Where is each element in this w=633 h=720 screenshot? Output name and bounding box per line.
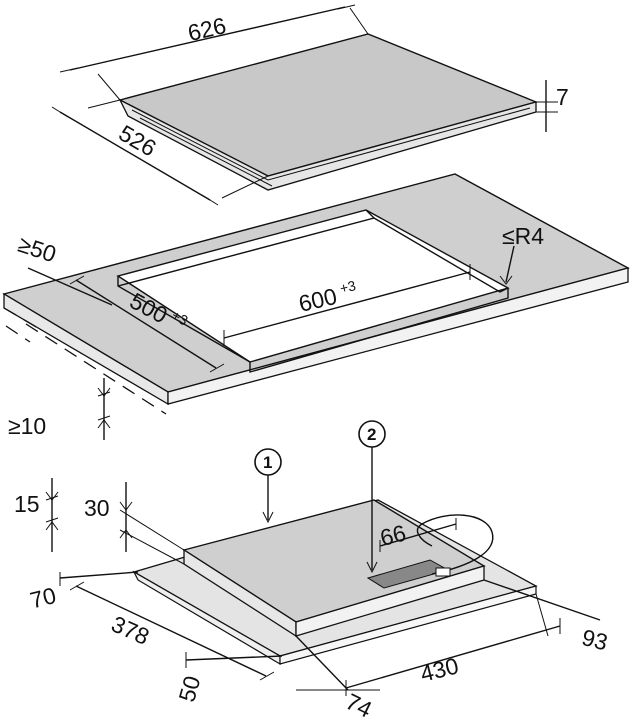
power-cable [416, 514, 494, 575]
dim-line-500 [75, 279, 217, 369]
dim-430-label: 430 [418, 652, 462, 687]
dim-7-label: 7 [556, 84, 569, 110]
worktop-cutout-view: ≥50 ≤R4 600 +3 500 +3 ≥10 [2, 173, 630, 440]
dim-line-430 [345, 625, 561, 689]
dim-74-label: 74 [342, 688, 377, 720]
radius-leader [505, 245, 515, 283]
hob-top-view: 626 526 7 [51, 4, 569, 206]
dim-line-50 [185, 655, 283, 661]
dim-line-66 [379, 523, 457, 547]
dim-line-378 [75, 585, 267, 677]
dim-626-label: 626 [185, 12, 228, 46]
dim-66-label: 66 [377, 520, 408, 551]
dim-50-label: 50 [173, 673, 205, 705]
worktop-side-edge [167, 267, 629, 405]
callout-1-label: 1 [263, 453, 272, 472]
dim-radius-label: ≤R4 [502, 223, 544, 249]
hob-glass-plate [118, 33, 539, 177]
dim-line-74 [295, 635, 349, 691]
dim-500-tolerance: +3 [169, 307, 191, 329]
dim-15-label: 15 [14, 491, 40, 517]
dim-93-label: 93 [579, 624, 610, 655]
callout-2-label: 2 [367, 425, 376, 444]
dim-min-10-label: ≥10 [8, 413, 46, 439]
dim-line-526 [59, 111, 211, 201]
dim-70-label: 70 [27, 582, 58, 613]
dim-30-label: 30 [84, 495, 110, 521]
dim-line-50-front [27, 267, 113, 306]
dim-line-600 [223, 271, 471, 339]
dim-600-tolerance: +3 [338, 277, 357, 296]
dim-line-626 [69, 6, 346, 71]
dim-line-70 [59, 571, 139, 579]
worktop-underside-dashed [25, 323, 167, 415]
dim-line-93 [483, 579, 601, 621]
installed-hob-view: 1 2 15 30 66 70 378 93 [14, 420, 610, 720]
dim-378-label: 378 [108, 611, 154, 650]
dim-min-50-label: ≥50 [15, 231, 59, 268]
